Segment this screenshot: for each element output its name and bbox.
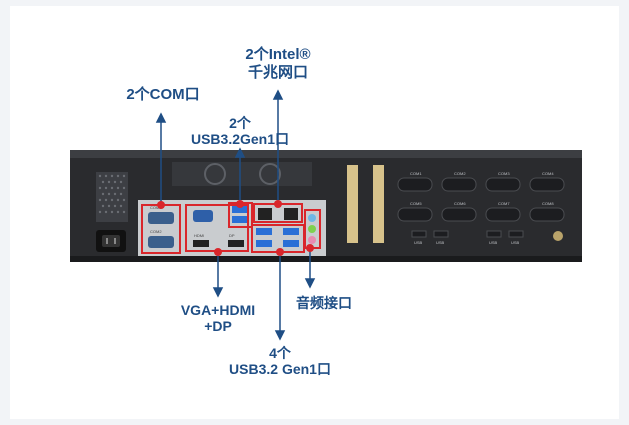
power-socket-icon [96,230,126,252]
knockout-label: USB [511,240,520,245]
knockout-label: USB [414,240,423,245]
knockout-label: USB [489,240,498,245]
dp-port-icon [228,240,244,247]
com-port-icon [148,212,174,248]
usb-port-icon [256,240,272,247]
label-usb-top: 2个 USB3.2Gen1口 [190,115,290,147]
audio-jack-icon [308,214,316,222]
usb-knockout-row [411,230,524,238]
vent-grille [96,172,128,222]
knockout-label: COM1 [410,171,422,176]
knockout-label: COM3 [498,171,510,176]
usb-port-icon [283,228,299,235]
label-com-ports: 2个COM口 [126,86,200,103]
label-usb-bottom: 4个 USB3.2 Gen1口 [229,345,331,377]
label-intel-line2: 千兆网口 [247,64,308,81]
fan-vent-icon [172,162,312,186]
com-knockout-grid [397,177,565,222]
knockout-label: USB [436,240,445,245]
callout-lines [155,89,316,341]
io-label-dp: DP [229,233,235,238]
knockout-label: COM2 [454,171,466,176]
usb-port-icon [232,206,248,213]
audio-jack-icon [308,236,316,244]
label-audio: 音频接口 [296,295,352,311]
hdmi-port-icon [193,240,209,247]
audio-jack-icon [308,225,316,233]
usb-port-icon [283,240,299,247]
io-label-com2: COM2 [150,229,162,234]
expansion-bracket [347,165,358,243]
ground-screw-icon [553,231,563,241]
knockout-label: COM5 [410,201,422,206]
lan-port-icon [258,208,272,220]
vga-port-icon [193,210,213,222]
usb-port-icon [232,216,248,223]
expansion-bracket [373,165,384,243]
label-intel-line1: 2个Intel® [245,46,311,63]
label-vga-hdmi-dp: VGA+HDMI +DP [180,302,256,334]
knockout-label: COM4 [542,171,554,176]
knockout-label: COM7 [498,201,510,206]
knockout-label: COM8 [542,201,554,206]
knockout-label: COM6 [454,201,466,206]
io-label-hdmi: HDMI [194,233,204,238]
io-label-com1: COM1 [150,205,162,210]
lan-port-icon [284,208,298,220]
callout-dots [157,200,314,256]
usb-port-icon [256,228,272,235]
